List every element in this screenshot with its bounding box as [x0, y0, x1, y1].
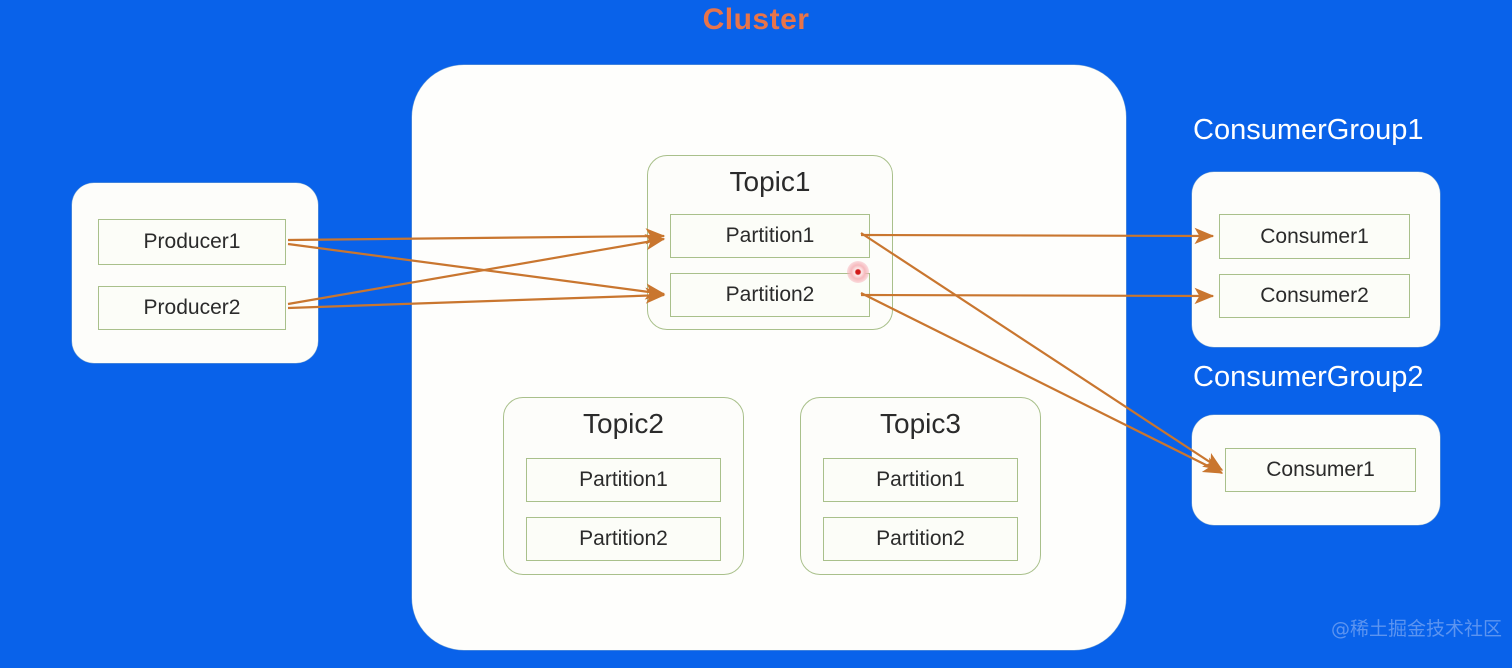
- producers-container: [72, 183, 318, 363]
- watermark-text: @稀土掘金技术社区: [1331, 618, 1503, 640]
- consumer-group-2-title: ConsumerGroup2: [1193, 361, 1424, 393]
- topic-2-box[interactable]: Topic2 Partition1 Partition2: [503, 397, 744, 575]
- topic-2-partition-1[interactable]: Partition1: [526, 458, 721, 502]
- producer-2-box[interactable]: Producer2: [98, 286, 286, 330]
- topic-1-partition-1[interactable]: Partition1: [670, 214, 870, 258]
- consumer-group-2-consumer-1[interactable]: Consumer1: [1225, 448, 1416, 492]
- topic-1-box[interactable]: Topic1 Partition1 Partition2: [647, 155, 893, 330]
- topic-1-partition-2[interactable]: Partition2: [670, 273, 870, 317]
- producer-1-box[interactable]: Producer1: [98, 219, 286, 265]
- consumer-group-1-title: ConsumerGroup1: [1193, 114, 1424, 146]
- consumer-group-1-consumer-2[interactable]: Consumer2: [1219, 274, 1410, 318]
- consumer-group-1-consumer-1[interactable]: Consumer1: [1219, 214, 1410, 259]
- topic-3-label: Topic3: [880, 408, 961, 439]
- consumer-group-1-container: [1192, 172, 1440, 347]
- topic-2-label: Topic2: [583, 408, 664, 439]
- topic-3-partition-2[interactable]: Partition2: [823, 517, 1018, 561]
- topic-1-label: Topic1: [729, 166, 811, 197]
- cluster-title: Cluster: [702, 3, 810, 36]
- topic-3-partition-1[interactable]: Partition1: [823, 458, 1018, 502]
- topic-3-box[interactable]: Topic3 Partition1 Partition2: [800, 397, 1041, 575]
- topic-2-partition-2[interactable]: Partition2: [526, 517, 721, 561]
- red-dot-marker: [847, 261, 869, 283]
